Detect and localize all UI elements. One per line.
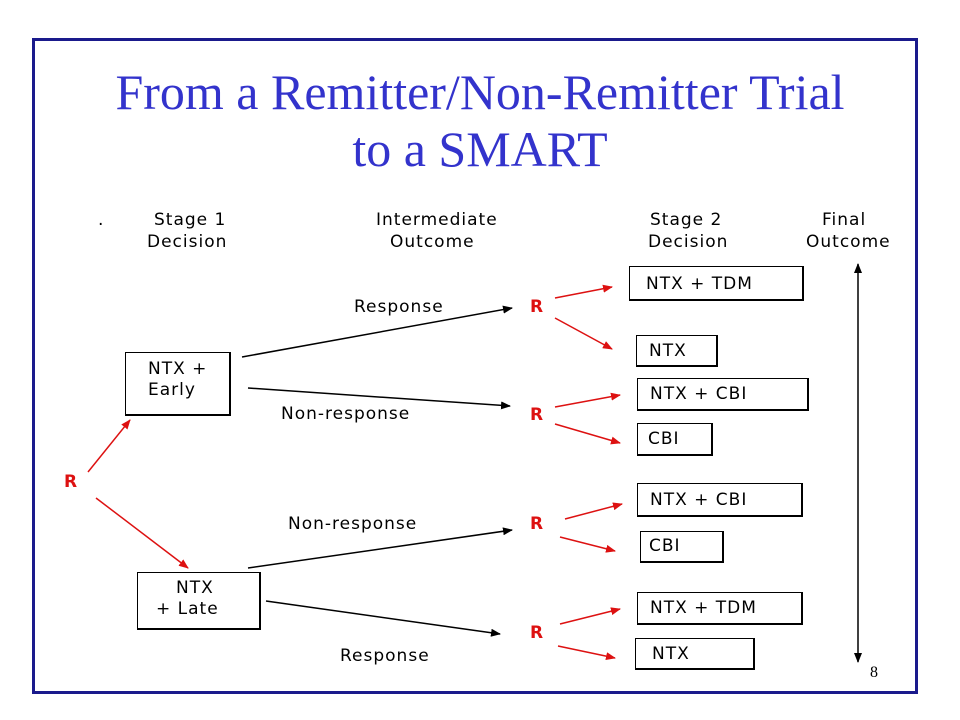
edge-label-late-response: Response bbox=[340, 646, 430, 666]
header-intermediate-line2: Outcome bbox=[390, 232, 475, 252]
arrow-r2-3a bbox=[564, 502, 623, 520]
arrow-early-response bbox=[241, 305, 513, 358]
randomization-late-nonresponders: R bbox=[530, 514, 545, 534]
edge-label-late-nonresponse: Non-response bbox=[288, 514, 418, 534]
page-number: 8 bbox=[870, 664, 878, 681]
arrow-r2-3b bbox=[559, 536, 616, 553]
header-final-line2: Outcome bbox=[806, 232, 891, 252]
stage2-box-3: NTX + CBI bbox=[637, 378, 809, 411]
header-intermediate-line1: Intermediate bbox=[376, 210, 498, 230]
header-stage1-line1: Stage 1 bbox=[154, 210, 227, 230]
arrow-r2-4b bbox=[557, 645, 616, 661]
stage1-box-early: NTX + Early bbox=[125, 352, 231, 416]
randomization-early-nonresponders: R bbox=[530, 405, 545, 425]
header-stage1-line2: Decision bbox=[147, 232, 228, 252]
stage2-box-5: NTX + CBI bbox=[637, 483, 803, 517]
arrow-early-nonresponse bbox=[247, 387, 511, 410]
edge-label-early-response: Response bbox=[354, 297, 444, 317]
stage2-box-4: CBI bbox=[637, 423, 713, 456]
header-stage2-line2: Decision bbox=[648, 232, 729, 252]
randomization-late-responders: R bbox=[530, 623, 545, 643]
arrow-r2-2a bbox=[554, 392, 621, 408]
arrow-r2-1b bbox=[554, 317, 613, 350]
arrow-r2-2b bbox=[554, 423, 621, 445]
stage1-early-line1: NTX + bbox=[148, 359, 208, 379]
slide-title-line-1: From a Remitter/Non-Remitter Trial bbox=[115, 64, 845, 120]
stage2-box-8: NTX bbox=[635, 638, 755, 670]
randomization-initial: R bbox=[64, 472, 79, 492]
stage1-box-late: NTX + Late bbox=[137, 572, 261, 630]
header-dot: . bbox=[98, 210, 105, 230]
edge-label-early-nonresponse: Non-response bbox=[281, 404, 411, 424]
arrow-r2-1a bbox=[554, 284, 613, 299]
arrow-r-to-early bbox=[87, 419, 131, 473]
stage2-box-2: NTX bbox=[636, 335, 718, 367]
header-final-line1: Final bbox=[822, 210, 867, 230]
arrow-r2-4a bbox=[559, 607, 621, 625]
stage1-late-line2: + Late bbox=[156, 599, 219, 619]
stage2-box-7: NTX + TDM bbox=[637, 592, 803, 625]
stage2-box-1: NTX + TDM bbox=[629, 266, 804, 301]
stage1-late-line1: NTX bbox=[176, 578, 214, 598]
randomization-early-responders: R bbox=[530, 297, 545, 317]
stage1-early-line2: Early bbox=[148, 380, 196, 400]
arrow-r-to-late bbox=[95, 497, 189, 569]
arrow-late-response bbox=[265, 600, 501, 637]
slide-title-line-2: to a SMART bbox=[352, 121, 608, 177]
stage2-box-6: CBI bbox=[640, 531, 724, 563]
slide-frame bbox=[32, 38, 918, 694]
header-stage2-line1: Stage 2 bbox=[650, 210, 723, 230]
arrow-late-nonresponse bbox=[247, 527, 513, 569]
